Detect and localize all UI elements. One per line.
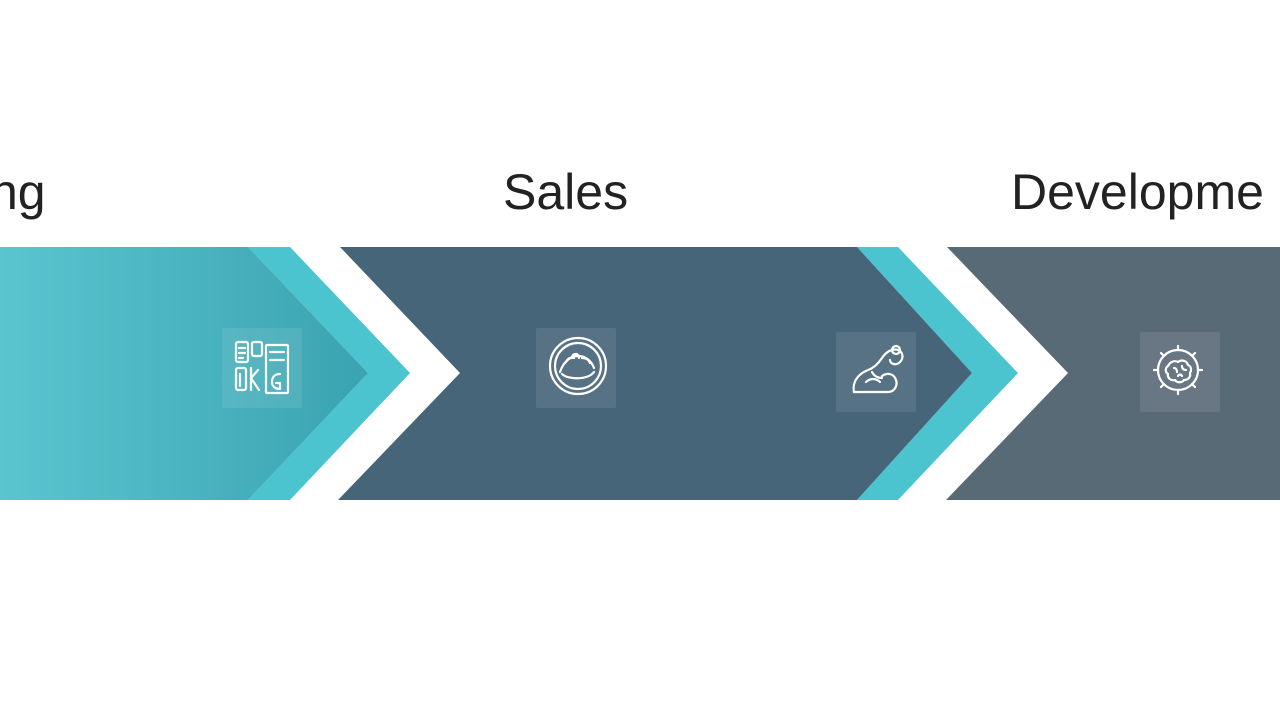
document-grid-icon [222,328,302,408]
stage-2-label: Sales [503,164,629,220]
stage-3-label: Developme [1011,164,1264,220]
stage-2-accent-chevron [857,247,1018,500]
stage-1-label: ng [0,164,46,220]
handshake-circle-icon [536,328,616,408]
stage-3-arrow [946,247,1280,500]
flexed-arm-icon [836,332,916,412]
stage-1-accent-chevron [248,247,410,500]
stage-1-arrow [0,247,368,500]
stage-2-arrow [338,247,972,500]
gear-brain-icon [1140,332,1220,412]
